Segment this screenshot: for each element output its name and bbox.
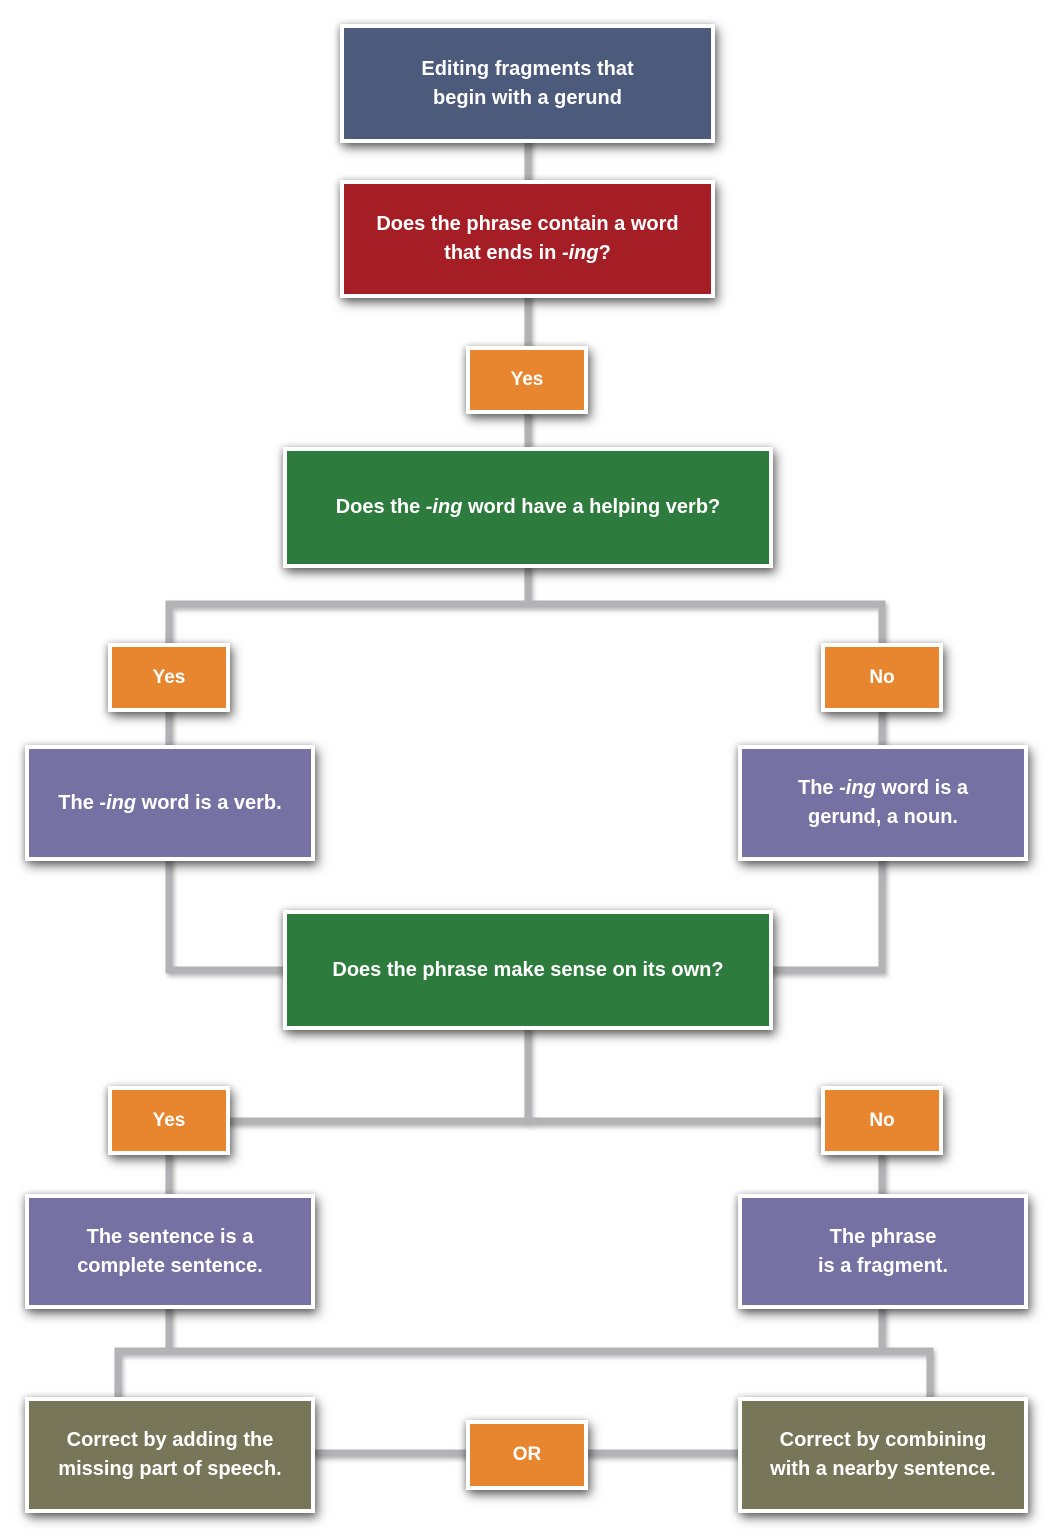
node-complete-sentence-label: The sentence is a complete sentence. — [77, 1223, 263, 1281]
node-title-label: Editing fragments that begin with a geru… — [421, 55, 633, 113]
text-fragment: word have a helping verb? — [462, 496, 721, 518]
node-correct-add-label: Correct by adding the missing part of sp… — [58, 1426, 281, 1484]
text-fragment: Does the phrase contain a word — [376, 213, 679, 235]
text-fragment: Does the -ing word have a helping verb? — [336, 493, 721, 522]
node-yes-2: Yes — [108, 643, 230, 712]
text-fragment-italic: -ing — [425, 496, 463, 518]
node-no-1-label: No — [869, 666, 895, 688]
node-yes-1: Yes — [466, 346, 588, 414]
text-fragment: The -ing word is a verb. — [58, 789, 281, 818]
text-fragment-italic: -ing — [99, 791, 137, 814]
node-ing-is-verb: The -ing word is a verb. — [25, 745, 315, 861]
node-ing-is-verb-label: The -ing word is a verb. — [58, 789, 281, 818]
node-question-makes-sense-label: Does the phrase make sense on its own? — [332, 958, 724, 981]
node-correct-combine: Correct by combining with a nearby sente… — [738, 1397, 1028, 1513]
node-phrase-fragment: The phrase is a fragment. — [738, 1194, 1028, 1309]
node-yes-1-label: Yes — [510, 369, 544, 391]
text-fragment: gerund, a noun. — [808, 806, 958, 828]
text-fragment: Editing fragments that — [421, 57, 634, 80]
node-question-ing-label: Does the phrase contain a word that ends… — [376, 210, 678, 268]
node-ing-is-gerund: The -ing word is a gerund, a noun. — [738, 745, 1028, 861]
text-fragment: Correct by adding the — [66, 1429, 274, 1451]
text-fragment: is a fragment. — [817, 1254, 949, 1277]
node-correct-add: Correct by adding the missing part of sp… — [25, 1397, 315, 1513]
node-no-2-label: No — [869, 1109, 895, 1131]
text-fragment: The — [797, 777, 840, 799]
node-title: Editing fragments that begin with a geru… — [340, 24, 715, 143]
text-fragment: that ends in — [444, 242, 562, 264]
text-fragment: missing part of speech. — [58, 1458, 282, 1480]
node-yes-3-label: Yes — [152, 1109, 186, 1131]
node-question-helping-verb-label: Does the -ing word have a helping verb? — [336, 493, 721, 522]
text-fragment: begin with a gerund — [433, 86, 622, 109]
node-question-helping-verb: Does the -ing word have a helping verb? — [283, 447, 773, 568]
node-ing-is-gerund-label: The -ing word is a gerund, a noun. — [798, 774, 968, 832]
node-yes-3: Yes — [108, 1086, 230, 1155]
edge-gerund-qsense — [764, 856, 886, 974]
node-no-2: No — [821, 1086, 943, 1155]
edge-verb-qsense — [165, 856, 292, 974]
text-fragment: Correct by combining — [779, 1429, 987, 1451]
text-fragment: The sentence is a — [86, 1225, 254, 1248]
text-fragment: The — [58, 791, 100, 814]
text-fragment: The -ing word is a — [798, 774, 968, 803]
node-no-1: No — [821, 643, 943, 712]
node-question-ing: Does the phrase contain a word that ends… — [340, 180, 715, 298]
node-or-label: OR — [512, 1444, 542, 1466]
text-fragment-italic: -ing — [839, 777, 876, 799]
node-phrase-fragment-label: The phrase is a fragment. — [818, 1223, 948, 1281]
text-fragment-italic: -ing — [561, 242, 599, 264]
text-fragment: complete sentence. — [77, 1254, 263, 1277]
node-question-makes-sense: Does the phrase make sense on its own? — [283, 910, 773, 1030]
node-correct-combine-label: Correct by combining with a nearby sente… — [770, 1426, 996, 1484]
text-fragment: Does the — [335, 496, 426, 518]
edge-bottom-bus — [114, 1347, 934, 1400]
node-complete-sentence: The sentence is a complete sentence. — [25, 1194, 315, 1309]
text-fragment: The phrase — [829, 1225, 937, 1248]
text-fragment: with a nearby sentence. — [770, 1458, 996, 1480]
text-fragment: ? — [598, 242, 611, 264]
node-or: OR — [466, 1420, 588, 1490]
text-fragment: word is a verb. — [136, 791, 282, 814]
text-fragment: word is a — [875, 777, 969, 799]
edge-split1-branches — [165, 600, 886, 648]
text-fragment: that ends in -ing? — [376, 239, 678, 268]
node-yes-2-label: Yes — [152, 666, 186, 688]
